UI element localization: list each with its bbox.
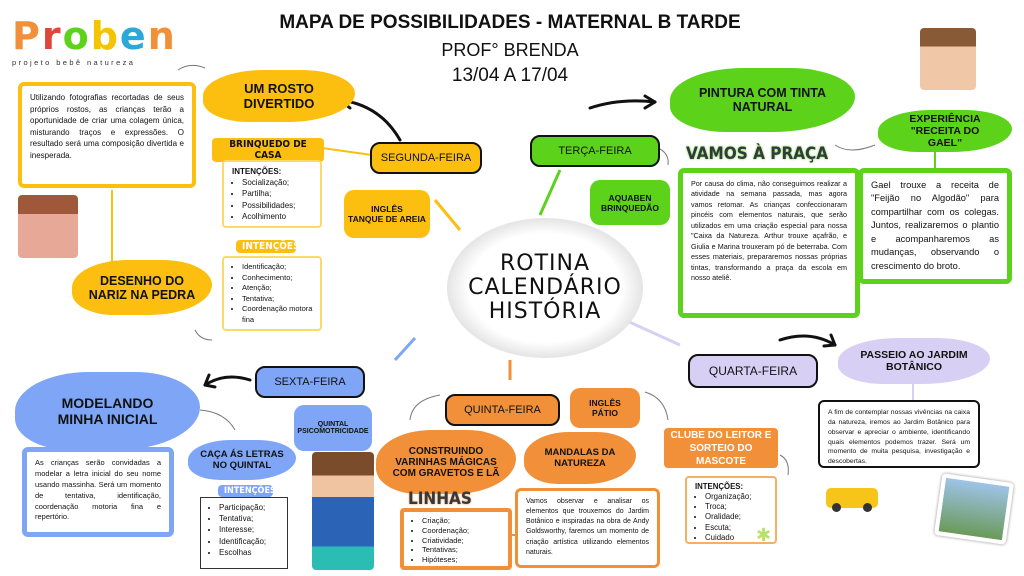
frog-footprint-icon: ✱	[756, 525, 772, 545]
list-item: Escuta;	[705, 523, 769, 533]
logo: Proben	[12, 14, 177, 58]
english-patio: INGLÊS PÁTIO	[570, 388, 640, 428]
gael-recipe-activity: EXPERIÊNCIA "RECEITA DO GAEL"	[878, 110, 1012, 152]
english-sandbox: INGLÊS TANQUE DE AREIA	[344, 190, 430, 238]
nose-drawing-activity: DESENHO DO NARIZ NA PEDRA	[72, 260, 212, 315]
list-item: Coordenação;	[422, 526, 502, 536]
magic-wands-activity: CONSTRUINDO VARINHAS MÁGICAS COM GRAVETO…	[376, 430, 516, 494]
list-item: Criatividade;	[422, 536, 502, 546]
list-item: Cuidado	[705, 533, 769, 543]
square-text: Por causa do clima, não conseguimos real…	[678, 168, 860, 318]
face-activity-text: Utilizando fotografias recortadas de seu…	[18, 82, 196, 188]
list-item: Hipóteses;	[422, 555, 502, 565]
list-item: Acolhimento	[242, 211, 314, 222]
list-item: Tentativas;	[422, 545, 502, 555]
center-line: HISTÓRIA	[488, 299, 602, 325]
thursday-node: QUINTA-FEIRA	[445, 394, 560, 426]
initial-modeling-activity: MODELANDO MINHA INICIAL	[15, 372, 200, 450]
list-item: Tentativa;	[219, 513, 281, 524]
list-item: Atenção;	[242, 283, 314, 294]
lines-title: LINHAS	[408, 489, 472, 509]
bus-icon	[826, 488, 878, 512]
intents-title: INTENÇÕES	[218, 485, 276, 497]
nature-mandalas-activity: MANDALAS DA NATUREZA	[524, 432, 636, 484]
square-title: VAMOS À PRAÇA	[686, 144, 829, 164]
yard-psychomotricity: QUINTAL PSICOMOTRICIDADE	[294, 405, 372, 451]
center-line: CALENDÁRIO	[468, 274, 622, 300]
intents-title: INTENÇÕES	[236, 240, 300, 253]
home-toy-title: BRINQUEDO DE CASA	[212, 138, 324, 162]
list-item: Oralidade;	[705, 512, 769, 522]
letter-hunt-intents: Participação;Tentativa;Interesse;Identif…	[200, 497, 288, 569]
week-dates: 13/04 A 17/04	[451, 65, 569, 86]
logo-tagline: projeto bebê natureza	[12, 58, 136, 67]
list-item: Tentativa;	[242, 294, 314, 305]
list-item: Coordenação motora fina	[242, 304, 314, 325]
list-item: Socialização;	[242, 177, 314, 188]
home-toy-intents: INTENÇÕES: Socialização;Partilha;Possibi…	[222, 160, 322, 228]
center-line: ROTINA	[499, 250, 591, 276]
list-item: Escolhas	[219, 547, 281, 558]
list-item: Organização;	[705, 492, 769, 502]
botanical-garden-photo	[934, 473, 1014, 545]
aquaben-toy: AQUABEN BRINQUEDÃO	[590, 180, 670, 225]
letter-hunt-activity: CAÇA ÁS LETRAS NO QUINTAL	[188, 440, 296, 480]
list-item: Participação;	[219, 502, 281, 513]
monday-node: SEGUNDA-FEIRA	[370, 142, 482, 174]
list-item: Identificação;	[219, 536, 281, 547]
gael-recipe-text: Gael trouxe a receita de "Feijão no Algo…	[858, 168, 1012, 284]
tuesday-node: TERÇA-FEIRA	[530, 135, 660, 167]
natural-paint-activity: PINTURA COM TINTA NATURAL	[670, 68, 855, 132]
gael-photo	[920, 28, 976, 90]
list-item: Identificação;	[242, 262, 314, 273]
reading-club-intents: INTENÇÕES: Organização;Troca;Oralidade;E…	[685, 476, 777, 544]
reading-club-activity: CLUBE DO LEITOR E SORTEIO DO MASCOTE	[664, 428, 778, 468]
list-item: Criação;	[422, 516, 502, 526]
lines-list: Criação;Coordenação;Criatividade;Tentati…	[400, 508, 512, 570]
intents-heading: INTENÇÕES:	[232, 167, 282, 176]
initial-modeling-text: As crianças serão convidadas a modelar a…	[22, 447, 174, 537]
list-item: Interesse;	[219, 524, 281, 535]
list-item: Possibilidades;	[242, 200, 314, 211]
child-face-photo	[18, 195, 78, 258]
teacher-name: PROF° BRENDA	[441, 40, 579, 60]
nature-mandalas-text: Vamos observar e analisar os elementos q…	[515, 488, 660, 568]
page-title: MAPA DE POSSIBILIDADES - MATERNAL B TARD…	[279, 12, 741, 33]
friday-node: SEXTA-FEIRA	[255, 366, 365, 398]
center-routine: ROTINA CALENDÁRIO HISTÓRIA	[447, 218, 643, 358]
intents-heading: INTENÇÕES:	[695, 482, 744, 491]
botanical-garden-text: A fim de contemplar nossas vivências na …	[818, 400, 980, 468]
list-item: Conhecimento;	[242, 273, 314, 284]
child-painting-photo	[312, 452, 374, 570]
list-item: Troca;	[705, 502, 769, 512]
nose-intents: Identificação;Conhecimento;Atenção;Tenta…	[222, 256, 322, 331]
botanical-garden-activity: PASSEIO AO JARDIM BOTÂNICO	[838, 338, 990, 384]
funny-face-activity: UM ROSTO DIVERTIDO	[203, 70, 355, 122]
list-item: Partilha;	[242, 188, 314, 199]
wednesday-node: QUARTA-FEIRA	[688, 354, 818, 388]
